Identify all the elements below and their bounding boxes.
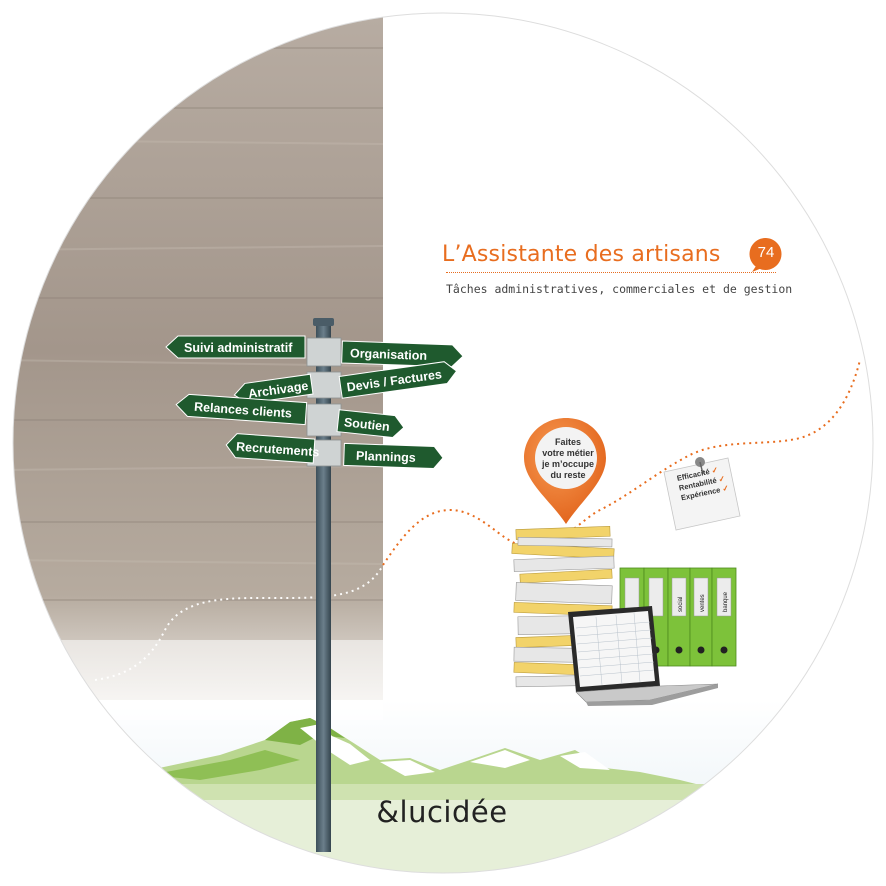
binders-icon: social ventes banque — [619, 567, 737, 667]
laptop-icon — [568, 606, 719, 706]
check-icon: ✓ — [721, 483, 730, 494]
sign-soutien: Soutien — [343, 415, 390, 434]
check-icon: ✓ — [710, 465, 720, 476]
pin-line-2: votre métier — [542, 448, 594, 458]
binder-label-banque: banque — [723, 591, 729, 612]
pin-line-3: je m’occupe — [541, 459, 595, 469]
brand-subtitle: Tâches administratives, commerciales et … — [446, 282, 793, 296]
pin-message: Faites votre métier je m’occupe du reste — [528, 437, 608, 481]
pin-line-1: Faites — [554, 437, 581, 447]
badge-74-text: 74 — [757, 244, 775, 261]
badge-74: 74 — [750, 238, 782, 270]
elucidee-logo: &lucidée — [376, 795, 508, 829]
brand-title: L’Assistante des artisans — [442, 242, 721, 267]
pin-line-4: du reste — [550, 470, 586, 480]
sign-relances-clients: Relances clients — [194, 400, 293, 421]
binder-label-ventes: ventes — [700, 594, 706, 612]
check-icon: ✓ — [717, 473, 727, 485]
brand-divider — [446, 272, 776, 273]
signpost-right-signs: Organisation Devis / Factures Soutien Pl… — [336, 340, 464, 470]
sign-recrutements: Recrutements — [236, 440, 320, 460]
map-pin-icon — [524, 418, 606, 524]
binder-label-social: social — [678, 597, 684, 612]
sign-organisation: Organisation — [350, 346, 428, 363]
sign-suivi-administratif: Suivi administratif — [184, 341, 293, 355]
sign-plannings: Plannings — [356, 449, 416, 465]
sticky-note-icon — [663, 457, 741, 531]
signpost-left-signs: Suivi administratif Archivage Relances c… — [165, 335, 320, 464]
